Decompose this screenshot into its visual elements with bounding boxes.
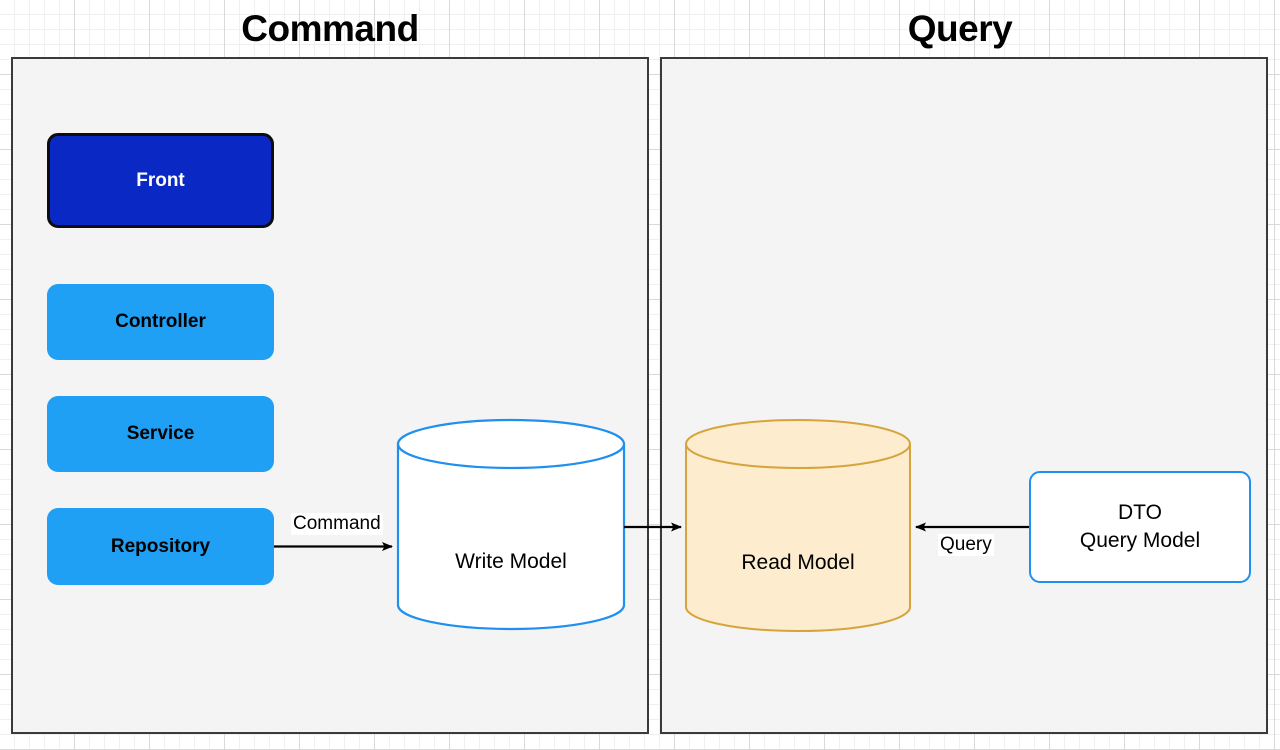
- node-read-model[interactable]: Read Model: [684, 418, 912, 634]
- read-model-label: Read Model: [741, 551, 855, 574]
- node-controller[interactable]: Controller: [47, 284, 274, 360]
- dto-label-line1: DTO: [1118, 501, 1162, 525]
- node-write-model[interactable]: Write Model: [396, 418, 626, 631]
- command-section-title: Command: [241, 8, 419, 49]
- query-section-title: Query: [907, 8, 1013, 49]
- node-dto-query-model[interactable]: DTO Query Model: [1029, 471, 1251, 583]
- edge-label-command: Command: [291, 513, 383, 535]
- write-model-label: Write Model: [455, 550, 567, 573]
- node-repository[interactable]: Repository: [47, 508, 274, 585]
- write-model-shape: [396, 418, 626, 631]
- node-service[interactable]: Service: [47, 396, 274, 472]
- node-front[interactable]: Front: [47, 133, 274, 228]
- dto-label-line2: Query Model: [1079, 529, 1201, 552]
- edge-label-query: Query: [938, 534, 994, 556]
- read-model-shape: [685, 419, 911, 632]
